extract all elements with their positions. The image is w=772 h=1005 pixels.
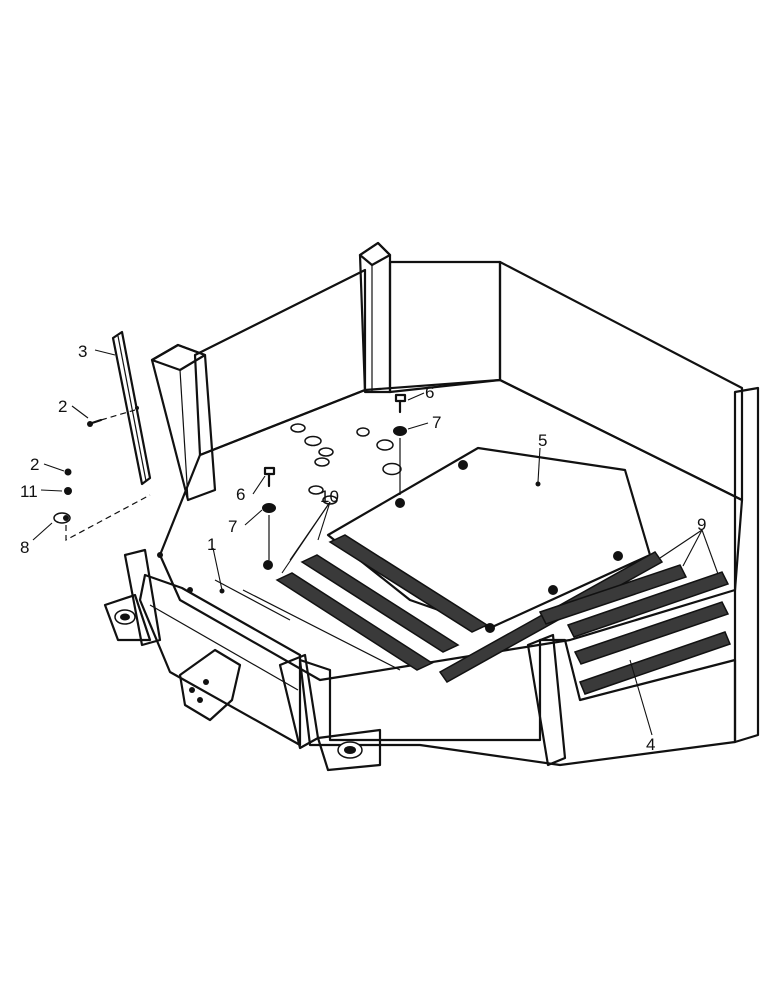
floor-plate xyxy=(158,378,744,682)
left-corner-post xyxy=(150,343,217,502)
bolt-6a xyxy=(393,393,407,436)
callout-10: 10 xyxy=(320,487,339,506)
callout-2: 2 xyxy=(58,397,67,416)
left-front-post xyxy=(123,548,162,647)
tread-strips-left xyxy=(275,534,489,671)
floor-mounting-holes xyxy=(157,423,402,570)
screw-2b xyxy=(53,468,72,524)
callout-7: 7 xyxy=(228,517,237,536)
mounting-lug-center xyxy=(316,728,382,772)
right-wall-post xyxy=(733,386,760,744)
mounting-bracket xyxy=(178,648,242,722)
callout-5: 5 xyxy=(538,431,547,450)
bolt-6b xyxy=(262,466,276,513)
mounting-lug-left xyxy=(103,593,152,642)
callout-4: 4 xyxy=(646,735,655,754)
assembly-line-2a xyxy=(100,409,136,421)
leader-lines xyxy=(32,349,719,736)
assembly-line-left xyxy=(65,494,151,542)
callout-7: 7 xyxy=(432,413,441,432)
callout-9: 9 xyxy=(697,515,706,534)
back-wall xyxy=(193,260,744,502)
callout-11: 11 xyxy=(20,482,38,501)
callout-6: 6 xyxy=(236,485,245,504)
callout-3: 3 xyxy=(78,342,87,361)
center-post xyxy=(358,241,392,394)
callout-labels: 3 2 2 11 8 6 7 5 6 7 10 1 9 4 xyxy=(20,342,706,754)
screw-2a xyxy=(87,418,103,427)
callout-8: 8 xyxy=(20,538,29,557)
callout-6: 6 xyxy=(425,383,434,402)
trim-strip xyxy=(111,330,152,486)
callout-1: 1 xyxy=(207,535,216,554)
tread-strips-right xyxy=(438,551,731,695)
callout-2: 2 xyxy=(30,455,39,474)
